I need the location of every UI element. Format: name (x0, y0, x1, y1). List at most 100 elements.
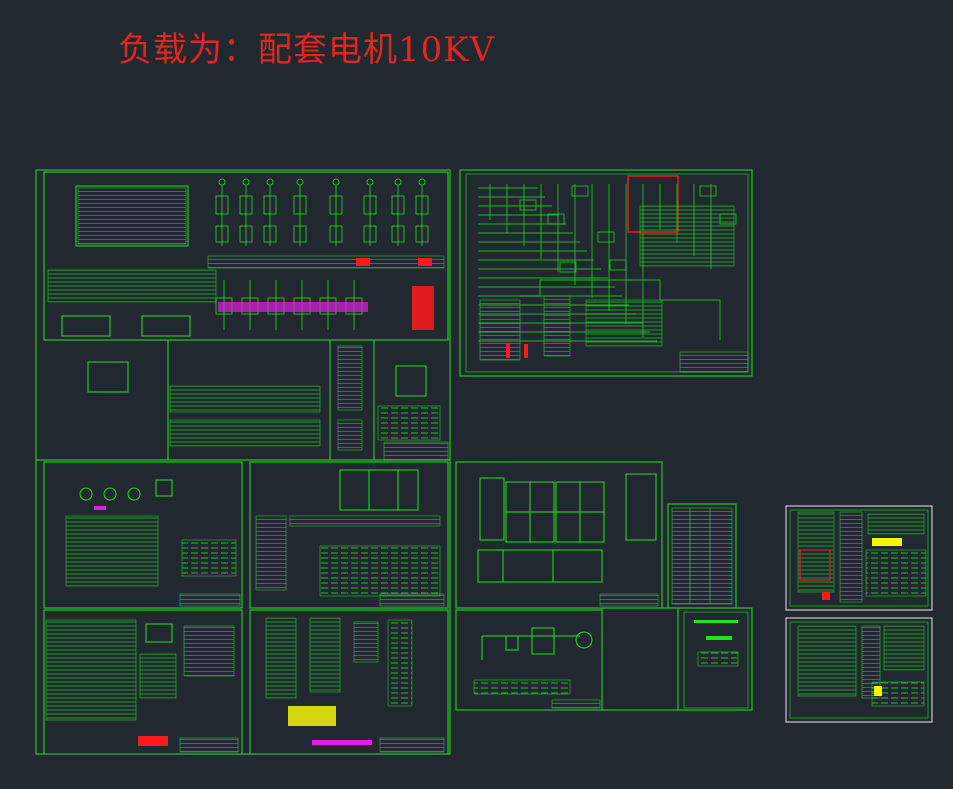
relay-symbol (155, 479, 173, 497)
sheet-protection-circuit-left[interactable] (43, 461, 243, 609)
heading-line (694, 620, 738, 623)
title-block (599, 593, 659, 607)
yellow-note (874, 686, 882, 696)
sheet-thumbnail-sheet-1[interactable] (785, 505, 933, 611)
red-highlight-block (412, 286, 434, 330)
device-box (519, 199, 537, 211)
terminal-column (861, 625, 881, 699)
breaker-box (263, 195, 277, 215)
notes-lines (697, 651, 739, 667)
breaker-box (329, 225, 343, 243)
device-box (559, 261, 577, 273)
sheet-cabinet-layout[interactable] (455, 461, 663, 609)
icon-row (867, 513, 925, 535)
sheet-design-notes-sheet[interactable] (677, 607, 753, 711)
red-marker (822, 592, 830, 600)
breaker-box (239, 195, 253, 215)
breaker-box (363, 225, 377, 243)
cabinet-front-1 (61, 315, 111, 337)
contact-group (139, 653, 177, 699)
sheet-frame (601, 607, 679, 711)
device-box (571, 185, 589, 197)
sheet-inner-frame (683, 611, 749, 709)
red-marker-1 (356, 258, 370, 266)
magenta-underline (312, 740, 372, 745)
title-block (379, 737, 445, 753)
sheet-motor-connection-diagram[interactable] (455, 609, 603, 711)
breaker-box (415, 195, 429, 215)
breaker-box (363, 195, 377, 215)
red-marker (506, 344, 510, 358)
notes-block (181, 539, 237, 577)
breaker-node (366, 178, 374, 186)
motor-symbol (575, 631, 593, 649)
title-block (179, 593, 241, 607)
parameter-table (387, 619, 413, 707)
breaker-node (218, 178, 226, 186)
notes-block (377, 405, 441, 441)
sheet-outer-frame (35, 169, 451, 755)
sheet-thumbnail-sheet-2[interactable] (785, 617, 933, 723)
busbar-row (47, 269, 217, 303)
side-view (625, 473, 657, 541)
table-rows (671, 507, 733, 605)
breaker-node (418, 178, 426, 186)
sheet-secondary-circuits-left[interactable] (43, 609, 243, 755)
notes-block (473, 679, 571, 695)
breaker-box (293, 225, 307, 243)
sheet-frame (785, 617, 933, 723)
converter-box (531, 627, 555, 655)
magenta-marker (94, 506, 106, 510)
circuit-ladder (45, 619, 137, 721)
red-marker-2 (418, 258, 432, 266)
device-box (145, 623, 173, 643)
meter-box (395, 365, 427, 397)
breaker-box (263, 225, 277, 243)
sheet-frame (785, 505, 933, 611)
breaker-node (332, 178, 340, 186)
red-label (138, 736, 168, 746)
feeder-label-row (207, 255, 445, 269)
sheet-frame (459, 169, 753, 377)
device-stack (309, 617, 341, 693)
terminal-strip (255, 515, 287, 591)
sheet-equipment-list-right[interactable] (249, 609, 449, 755)
relay-panel (639, 205, 735, 267)
breaker-box (293, 195, 307, 215)
breaker-node (242, 178, 250, 186)
sheet-material-list-table[interactable] (667, 503, 737, 609)
sheet-control-wiring-diagram[interactable] (459, 169, 753, 377)
protection-relays (65, 515, 159, 587)
yellow-note-block (288, 706, 336, 726)
device-box (597, 231, 615, 243)
ct-symbol (103, 487, 117, 501)
breaker-node (266, 178, 274, 186)
relay-group-2 (169, 419, 321, 447)
title-block (379, 593, 445, 607)
transformer-symbol (87, 361, 129, 393)
device-box (547, 213, 565, 225)
sheet-main-system-diagram[interactable] (35, 169, 451, 755)
legend-column (479, 299, 521, 361)
terminal-column (839, 511, 863, 603)
sheet-frame (249, 609, 449, 755)
cabinet-front-2 (141, 315, 191, 337)
red-marker (524, 344, 528, 358)
breaker-node (296, 178, 304, 186)
wire-route (520, 279, 721, 340)
sheet-frame (677, 607, 753, 711)
title-block (383, 441, 449, 461)
breaker-columns (215, 178, 429, 330)
sheet-blank-sheet[interactable] (601, 607, 679, 711)
floor-plan (477, 549, 603, 583)
legend-block (183, 625, 235, 677)
sheet-terminal-wiring-right[interactable] (249, 461, 449, 609)
breaker-symbol (505, 635, 519, 651)
sheet-frame (455, 461, 663, 609)
sheet-inner-frame (789, 509, 929, 607)
switchgear-detail (77, 187, 187, 245)
sheet-frame (43, 609, 243, 755)
circuit-area (797, 511, 835, 593)
breaker-box (239, 225, 253, 243)
